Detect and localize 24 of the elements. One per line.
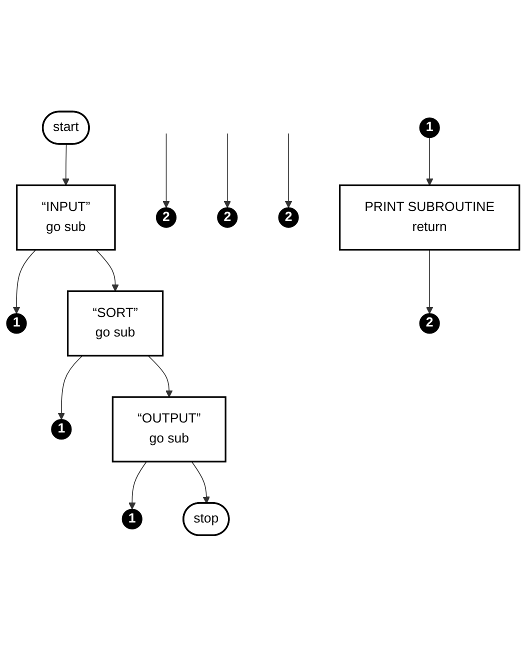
arrow [426, 248, 434, 314]
arrow [128, 460, 147, 510]
node-circle: 1 [6, 312, 27, 334]
node-box: “OUTPUT” go sub [112, 396, 226, 462]
arrow [426, 136, 434, 186]
arrow [162, 132, 170, 208]
arrow [284, 132, 292, 208]
node-circle: 1 [419, 117, 440, 138]
node-circle: 1 [122, 508, 142, 529]
arrow [62, 143, 70, 186]
arrow [12, 248, 36, 314]
arrow [191, 460, 210, 504]
node-circle: 2 [156, 206, 177, 228]
node-box: “SORT” go sub [66, 290, 164, 356]
node-circle: 2 [278, 206, 299, 228]
arrow [96, 248, 119, 292]
node-circle: 2 [217, 206, 238, 228]
arrow [224, 132, 232, 208]
node-circle: 1 [51, 418, 72, 440]
arrow [148, 354, 173, 397]
node-box: PRINT SUBROUTINE return [338, 184, 520, 250]
node-circle: 2 [419, 312, 440, 334]
arrow [58, 354, 83, 420]
node-box: “INPUT” go sub [16, 184, 116, 250]
